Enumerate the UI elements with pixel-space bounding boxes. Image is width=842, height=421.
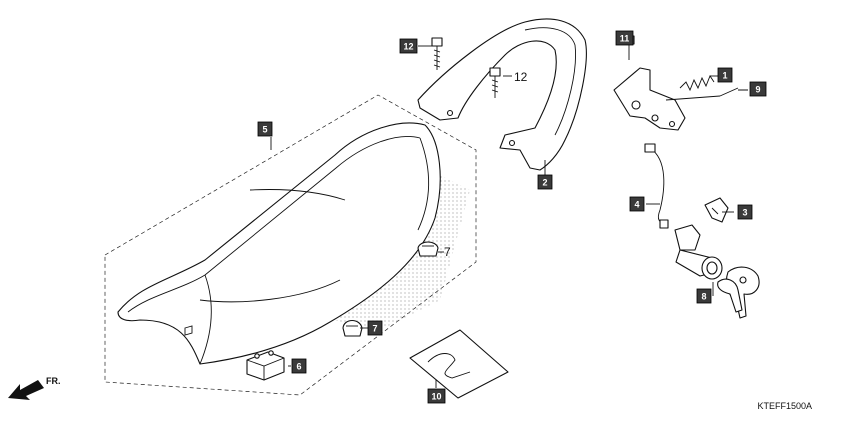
callout-3: 3	[737, 204, 753, 220]
callout-7-lower: 7	[367, 320, 383, 336]
callout-7-upper: 7	[444, 245, 451, 259]
seat	[117, 122, 441, 365]
callout-2: 2	[537, 174, 553, 190]
callout-6: 6	[291, 358, 307, 374]
svg-text:4: 4	[634, 200, 639, 210]
callout-4: 4	[629, 196, 645, 212]
seat-lock-cable	[644, 143, 669, 229]
cushion-upper	[417, 241, 439, 257]
callout-10: 10	[427, 388, 446, 404]
diagram-code: KTEFF1500A	[757, 401, 812, 411]
svg-text:7: 7	[444, 245, 451, 259]
svg-text:1: 1	[722, 71, 727, 81]
callout-5: 5	[257, 121, 273, 137]
callout-1: 1	[717, 67, 733, 83]
front-arrow-icon	[8, 380, 44, 400]
callout-8: 8	[696, 288, 712, 304]
svg-text:10: 10	[431, 392, 441, 402]
svg-text:9: 9	[755, 85, 760, 95]
cable-clip	[704, 197, 729, 223]
front-label: FR.	[46, 376, 61, 386]
bolt-12-left	[431, 37, 443, 70]
cushion-lower	[342, 319, 363, 337]
seat-latch	[613, 67, 686, 131]
manual-bag	[409, 329, 509, 399]
latch-spring	[679, 75, 715, 92]
svg-text:12: 12	[403, 42, 413, 52]
svg-text:8: 8	[701, 292, 706, 302]
seat-bracket	[246, 350, 285, 381]
svg-text:11: 11	[620, 34, 630, 44]
svg-text:12: 12	[514, 70, 528, 84]
svg-text:6: 6	[296, 362, 301, 372]
callout-12-left: 12	[399, 38, 418, 54]
callout-12-right: 12	[514, 70, 528, 84]
grab-rail	[417, 18, 587, 171]
bolt-12-right	[489, 67, 501, 98]
svg-text:2: 2	[542, 178, 547, 188]
keys	[717, 266, 760, 319]
svg-text:7: 7	[372, 324, 377, 334]
callout-11: 11	[615, 30, 634, 46]
svg-text:3: 3	[742, 208, 747, 218]
key-cylinder	[674, 224, 723, 280]
callout-9: 9	[749, 81, 767, 97]
assembly-outline	[104, 94, 477, 396]
svg-text:5: 5	[262, 125, 267, 135]
